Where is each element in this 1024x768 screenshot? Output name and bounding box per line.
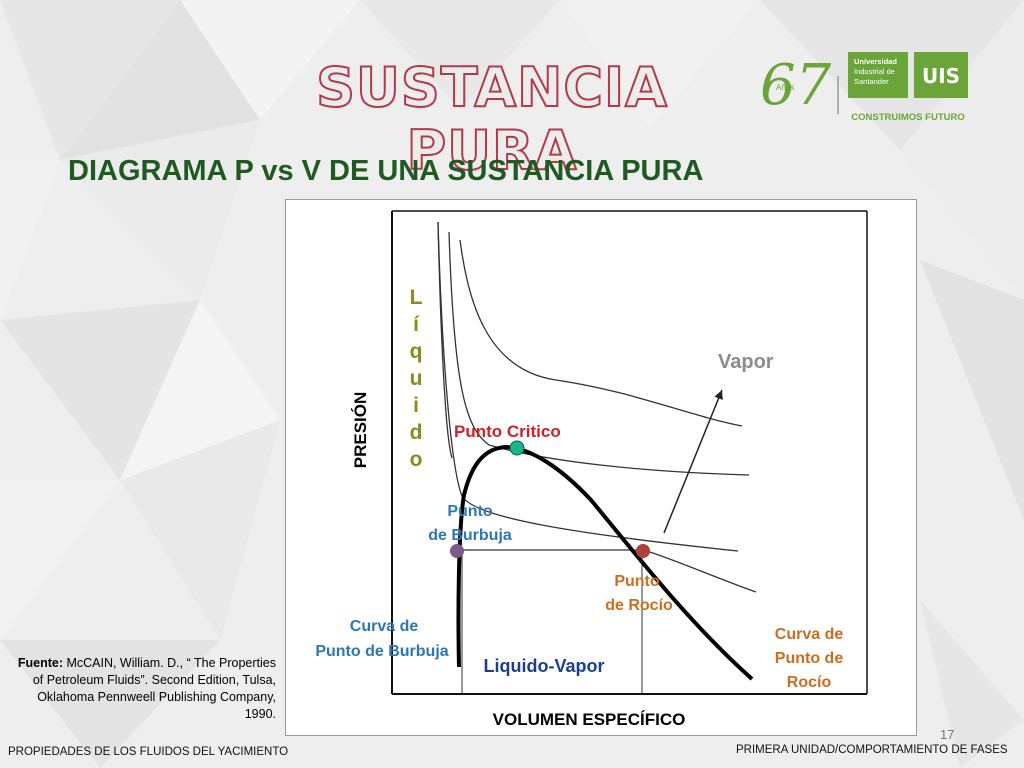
liquid-label-letter: o	[410, 448, 423, 471]
slide-title: SUSTANCIA PURA	[315, 55, 668, 183]
isotherm-two-phase	[456, 549, 757, 593]
university-logo: 67 Años Universidad Industrial de Santan…	[760, 52, 968, 123]
university-tagline: CONSTRUIMOS FUTURO	[851, 112, 964, 123]
dew-curve-label-line1: Curva de	[775, 626, 844, 643]
slide-subtitle: DIAGRAMA P vs V DE UNA SUSTANCIA PURA	[68, 155, 704, 187]
x-axis-label: VOLUMEN ESPECÍFICO	[493, 710, 686, 729]
university-monogram: UIS	[922, 64, 960, 88]
source-citation: Fuente: McCAIN, William. D., “ The Prope…	[12, 655, 276, 723]
bubble-curve-label-line1: Curva de	[350, 618, 419, 635]
isotherm-liquid-branch	[437, 221, 453, 459]
liquid-label-letter: d	[410, 421, 423, 444]
liquid-label-letter: í	[413, 313, 420, 336]
dew-point-marker	[636, 544, 650, 558]
critical-point-label: Punto Critico	[454, 422, 561, 441]
footer-course-title: PROPIEDADES DE LOS FLUIDOS DEL YACIMIENT…	[8, 746, 289, 758]
vapor-arrow	[663, 389, 723, 534]
footer-unit-title: PRIMERA UNIDAD/COMPORTAMIENTO DE FASES	[736, 744, 1008, 756]
anniversary-number: 67	[760, 53, 832, 118]
page-number: 17	[940, 727, 955, 742]
bubble-curve-label-line2: Punto de Burbuja	[315, 643, 448, 660]
university-line2: Industrial de	[854, 67, 895, 76]
vapor-label: Vapor	[718, 351, 774, 373]
university-name-box	[848, 52, 908, 98]
monogram-box	[914, 52, 968, 98]
isotherm-2	[448, 231, 750, 476]
bubble-point-label-line1: Punto	[447, 503, 493, 520]
bubble-point-marker	[450, 544, 464, 558]
university-line1: Universidad	[854, 57, 897, 66]
bubble-point-label-line2: de Burbuja	[428, 527, 512, 544]
anniversary-word: Años	[776, 83, 794, 92]
source-text: McCAIN, William. D., “ The Properties of…	[32, 656, 276, 721]
saturation-dome	[456, 444, 754, 681]
liquid-label-letter: i	[413, 394, 419, 417]
y-axis-label: PRESIÓN	[351, 392, 370, 469]
source-label: Fuente:	[17, 656, 63, 670]
dew-curve-label-line3: Rocío	[787, 674, 832, 691]
liquid-label-letter: q	[410, 340, 423, 363]
two-phase-label: Liquido-Vapor	[484, 656, 605, 676]
liquid-label-letter: u	[410, 367, 423, 390]
isotherm-3	[459, 239, 743, 427]
dew-point-label-line1: Punto	[614, 573, 660, 590]
liquid-label-letter: L	[410, 286, 423, 309]
critical-point-marker	[509, 440, 525, 456]
university-line3: Santander	[854, 77, 889, 86]
dew-point-label-line2: de Rocío	[605, 597, 673, 614]
isotherm-1	[437, 221, 739, 552]
dew-curve-label-line2: Punto de	[775, 650, 844, 667]
